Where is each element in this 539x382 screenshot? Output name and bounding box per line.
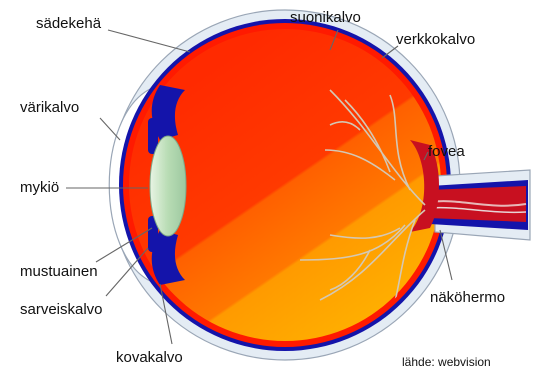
label-kovakalvo: kovakalvo bbox=[116, 349, 183, 366]
label-nakohermo: näköhermo bbox=[430, 289, 505, 306]
label-suonikalvo: suonikalvo bbox=[290, 9, 361, 26]
label-fovea: fovea bbox=[428, 143, 465, 160]
optic-nerve bbox=[428, 170, 530, 240]
label-verkkokalvo: verkkokalvo bbox=[396, 31, 475, 48]
source-credit: lähde: webvision bbox=[402, 355, 491, 369]
lens bbox=[150, 136, 186, 236]
label-mustuainen: mustuainen bbox=[20, 263, 98, 280]
label-varikalvo: värikalvo bbox=[20, 99, 79, 116]
label-sadekeha: sädekehä bbox=[36, 15, 102, 32]
label-mykio: mykiö bbox=[20, 179, 59, 196]
label-sarveiskalvo: sarveiskalvo bbox=[20, 301, 103, 318]
